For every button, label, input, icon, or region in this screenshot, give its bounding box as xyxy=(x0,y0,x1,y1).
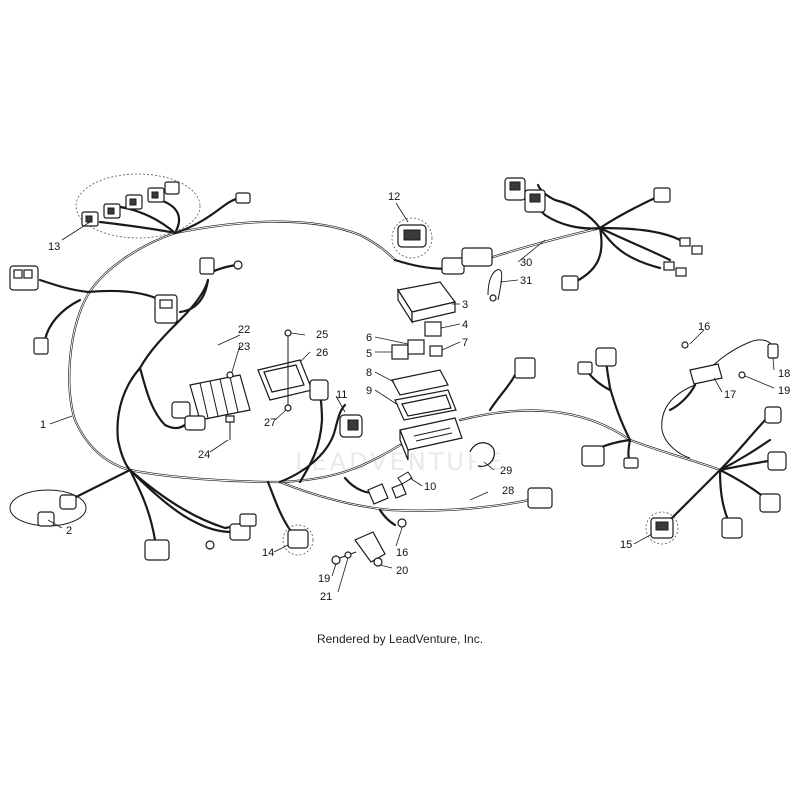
small-plug xyxy=(235,192,251,204)
nut-16 xyxy=(397,518,407,528)
callout-16-upper: 16 xyxy=(698,321,710,333)
callout-18: 18 xyxy=(778,368,790,380)
callout-10: 10 xyxy=(424,481,436,493)
connector-mid-right-b xyxy=(595,347,617,367)
callout-6: 6 xyxy=(366,332,372,344)
callout-12: 12 xyxy=(388,191,400,203)
connector-right-a xyxy=(721,517,743,539)
callout-13: 13 xyxy=(48,241,60,253)
callout-27: 27 xyxy=(264,417,276,429)
callout-24: 24 xyxy=(198,449,210,461)
watermark: LEADVENTURE xyxy=(295,448,505,476)
callout-30: 30 xyxy=(520,257,532,269)
washer-23 xyxy=(226,371,234,379)
callout-16-lower: 16 xyxy=(396,547,408,559)
left-connector-bottom xyxy=(33,337,49,355)
connector-left-mid xyxy=(154,294,178,324)
bolt-19 xyxy=(331,555,341,565)
main-harness xyxy=(68,220,722,512)
footer-credit: Rendered by LeadVenture, Inc. xyxy=(316,632,484,646)
relay-5 xyxy=(391,344,409,360)
leader-lines xyxy=(47,202,775,593)
clamp-29 xyxy=(469,442,495,467)
callout-22: 22 xyxy=(238,324,250,336)
ring-terminal xyxy=(233,260,243,270)
connector-mid-right-a xyxy=(514,357,536,379)
connector-right-b xyxy=(759,493,781,513)
connector-right-low xyxy=(561,275,579,291)
callout-19-lower: 19 xyxy=(318,573,330,585)
callout-21: 21 xyxy=(320,591,332,603)
callout-29: 29 xyxy=(500,465,512,477)
callout-15: 15 xyxy=(620,539,632,551)
part-shapes xyxy=(9,173,787,567)
connector-right-c xyxy=(767,451,787,471)
connector-12 xyxy=(391,217,433,259)
washer-21 xyxy=(344,551,352,559)
relay-6 xyxy=(407,339,425,355)
connector-14 xyxy=(282,524,314,556)
callout-14: 14 xyxy=(262,547,274,559)
bolt-19-right xyxy=(738,371,746,379)
control-module xyxy=(257,359,329,401)
fuse-box-base xyxy=(399,417,463,451)
washer-27 xyxy=(284,404,292,412)
callout-23: 23 xyxy=(238,341,250,353)
terminal-18 xyxy=(767,343,779,359)
callout-28: 28 xyxy=(502,485,514,497)
connector-group-13 xyxy=(75,173,201,239)
callout-25: 25 xyxy=(316,329,328,341)
callout-9: 9 xyxy=(366,385,372,397)
callout-numbers: 13 1 2 3 4 5 6 7 8 9 10 11 12 14 15 16 1… xyxy=(40,191,790,603)
nut-16-right xyxy=(681,341,689,349)
lead-31 xyxy=(487,269,503,301)
connector-top-right-c xyxy=(653,187,671,203)
connector-mid-right-c xyxy=(581,445,605,467)
connector-right-d xyxy=(764,406,782,424)
sensor-17 xyxy=(681,341,779,385)
connector-30-a xyxy=(441,257,465,275)
fuse-relay-block xyxy=(391,281,463,461)
connector-top-mid xyxy=(199,257,215,275)
callout-26: 26 xyxy=(316,347,328,359)
voltage-regulator xyxy=(171,374,251,431)
callout-20: 20 xyxy=(396,565,408,577)
ring-terminal-lower xyxy=(205,540,215,550)
callout-31: 31 xyxy=(520,275,532,287)
callout-7: 7 xyxy=(462,337,468,349)
fuse-10 xyxy=(397,471,413,485)
connector-28 xyxy=(527,487,553,509)
connector-30-b xyxy=(461,247,493,267)
callout-11: 11 xyxy=(336,389,347,401)
callout-4: 4 xyxy=(462,319,468,331)
fuse-board xyxy=(391,369,449,396)
callout-17: 17 xyxy=(724,389,736,401)
callout-2: 2 xyxy=(66,525,72,537)
connector-2 xyxy=(9,489,87,527)
callout-1: 1 xyxy=(40,419,46,431)
callout-5: 5 xyxy=(366,348,372,360)
connector-lower-left-a xyxy=(144,539,170,561)
callout-19-right: 19 xyxy=(778,385,790,397)
callout-3: 3 xyxy=(462,299,468,311)
connector-15 xyxy=(645,511,679,545)
callout-8: 8 xyxy=(366,367,372,379)
